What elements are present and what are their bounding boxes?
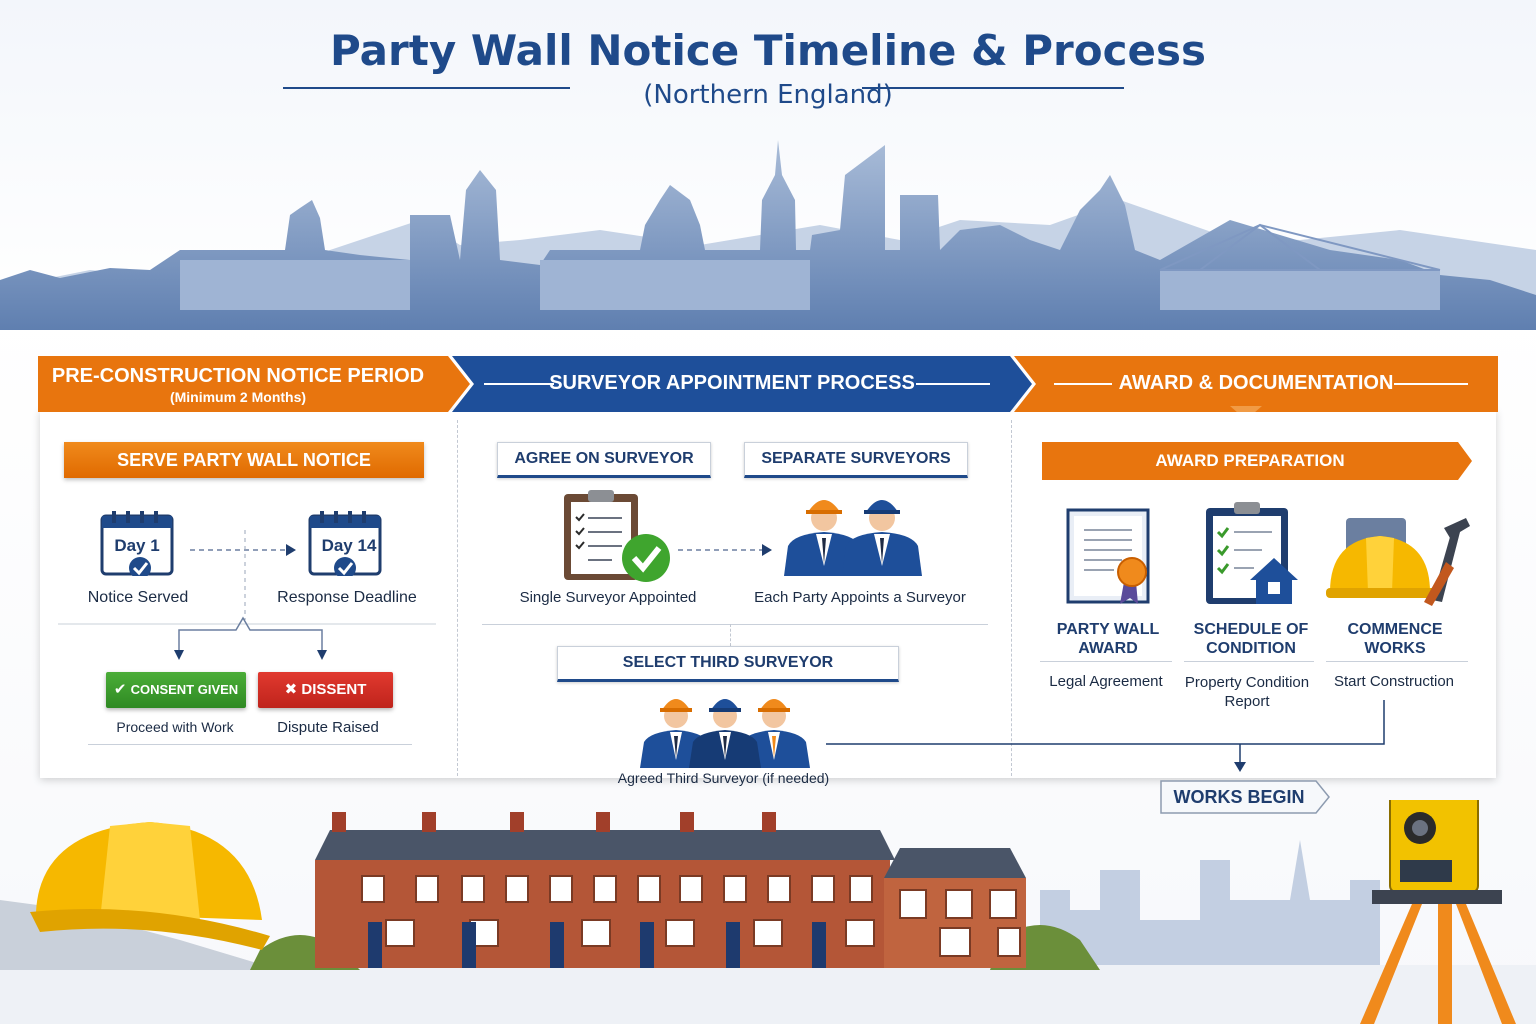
agree-surveyor-box: AGREE ON SURVEYOR [497, 442, 711, 478]
schedule-condition-icon [1206, 502, 1298, 604]
phase-title: PRE-CONSTRUCTION NOTICE PERIOD [51, 365, 425, 387]
award-certificate-icon [1066, 508, 1150, 604]
title-rule-right [862, 87, 1124, 89]
phase-banner-bar [38, 356, 1498, 412]
commence-works-title: COMMENCE WORKS [1347, 621, 1443, 657]
arrow-connector [678, 544, 772, 556]
dissent-label: DISSENT [301, 681, 367, 698]
clipboard-check-icon [564, 490, 670, 582]
divider [256, 744, 412, 745]
schedule-condition-title: SCHEDULE OF CONDITION [1193, 621, 1309, 657]
award-preparation-box: AWARD PREPARATION [1155, 451, 1345, 470]
select-third-surveyor-box: SELECT THIRD SURVEYOR [557, 646, 899, 682]
start-construction-label: Start Construction [1333, 673, 1455, 690]
divider [482, 624, 988, 625]
title-rule-left [283, 87, 570, 89]
works-flow-connector [826, 700, 1385, 772]
phase-title: SURVEYOR APPOINTMENT PROCESS [549, 372, 915, 394]
single-surveyor-label: Single Surveyor Appointed [519, 589, 697, 606]
page-title: Party Wall Notice Timeline & Process [330, 26, 1206, 75]
divider [1040, 661, 1172, 662]
connector-line [730, 624, 731, 646]
phase-title: AWARD & DOCUMENTATION [1118, 372, 1394, 394]
two-surveyors-icon [784, 500, 922, 576]
column-divider [1011, 420, 1012, 776]
calendar-icon [100, 511, 174, 576]
day1-label: Day 1 [114, 536, 160, 555]
three-surveyors-icon [640, 699, 810, 768]
city-skyline-illustration [0, 140, 1536, 330]
legal-agreement-label: Legal Agreement [1049, 673, 1163, 690]
divider [88, 744, 260, 745]
dissent-button: ✖ DISSENT [258, 672, 393, 708]
works-begin-label: WORKS BEGIN [1173, 787, 1305, 807]
dispute-label: Dispute Raised [277, 719, 379, 736]
award-preparation-arrow [1042, 442, 1472, 480]
party-wall-award-title: PARTY WALL AWARD [1056, 621, 1160, 657]
phase-surveyor-appointment: SURVEYOR APPOINTMENT PROCESS [462, 356, 1002, 412]
phase-notice-period: PRE-CONSTRUCTION NOTICE PERIOD (Minimum … [38, 356, 438, 412]
column-divider [457, 420, 458, 776]
each-party-label: Each Party Appoints a Surveyor [754, 589, 966, 606]
phase-subtitle: (Minimum 2 Months) [169, 389, 307, 405]
notice-flow-connectors [58, 530, 436, 660]
consent-given-button: ✔ CONSENT GIVEN [106, 672, 246, 708]
divider [1326, 661, 1468, 662]
proceed-label: Proceed with Work [116, 719, 234, 735]
phase-award-documentation: AWARD & DOCUMENTATION [1036, 356, 1476, 412]
check-icon: ✔ [113, 681, 131, 698]
hardhat-tools-icon [1326, 518, 1470, 606]
response-deadline-label: Response Deadline [277, 589, 417, 606]
serve-notice-box: SERVE PARTY WALL NOTICE [64, 442, 424, 478]
page-subtitle: (Northern England) [643, 80, 893, 110]
calendar-icon [308, 511, 382, 576]
separate-surveyors-box: SEPARATE SURVEYORS [744, 442, 968, 478]
consent-label: CONSENT GIVEN [130, 682, 239, 697]
day14-label: Day 14 [321, 536, 377, 555]
notice-served-label: Notice Served [87, 589, 189, 606]
third-surveyor-label: Agreed Third Surveyor (if needed) [617, 770, 830, 786]
property-condition-label: Property Condition Report [1184, 674, 1310, 710]
divider [1184, 661, 1314, 662]
cross-icon: ✖ [284, 681, 302, 698]
street-illustration [0, 800, 1536, 1024]
works-begin-arrow [1160, 780, 1330, 814]
